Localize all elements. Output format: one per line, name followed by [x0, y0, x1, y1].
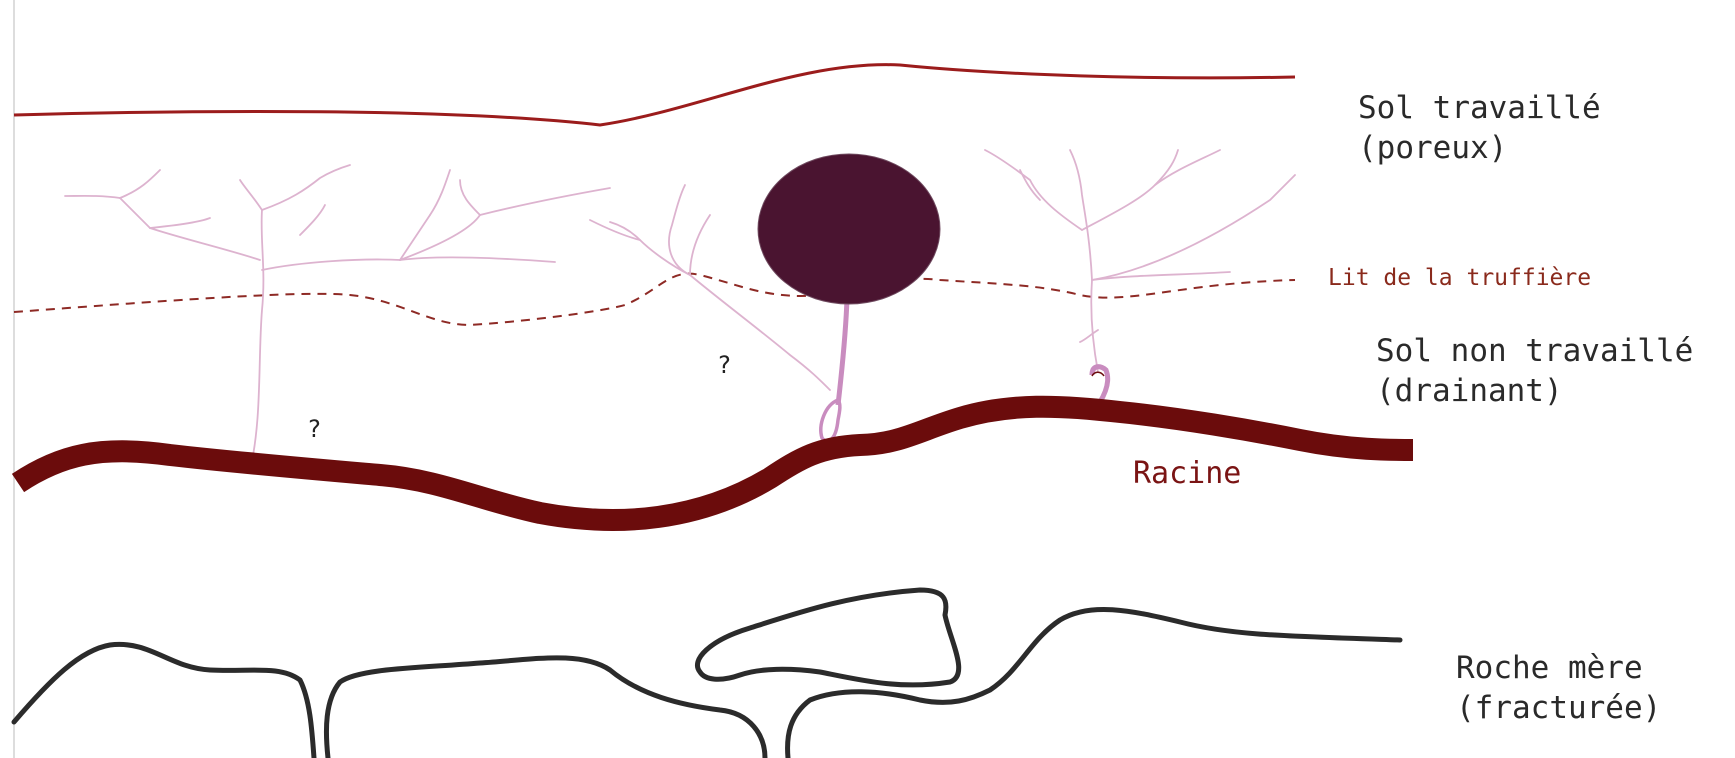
truffle-stalk [838, 298, 847, 405]
soil-surface-line [14, 65, 1295, 125]
label-lit-truffiere: Lit de la truffière [1328, 265, 1591, 291]
label-sol-non-travaille-line2: (drainant) [1376, 373, 1563, 409]
question-mark-middle: ? [717, 351, 731, 379]
label-roche-mere-line1: Roche mère [1456, 650, 1643, 686]
label-sol-non-travaille-line1: Sol non travaillé [1376, 333, 1693, 369]
mycelium-network [65, 150, 1295, 470]
question-mark-left: ? [307, 415, 321, 443]
label-roche-mere-line2: (fracturée) [1456, 690, 1661, 726]
bedrock-fractures [14, 590, 1400, 758]
label-sol-travaille-line2: (poreux) [1358, 130, 1507, 166]
label-racine: Racine [1133, 456, 1241, 491]
mycorrhiza-loop-left [821, 400, 840, 441]
truffle-bed-dashed-line [14, 274, 1295, 325]
label-sol-travaille-line1: Sol travaillé [1358, 90, 1601, 126]
truffle-body [758, 154, 940, 304]
mycorrhiza-loop-right-inner [1092, 372, 1104, 376]
